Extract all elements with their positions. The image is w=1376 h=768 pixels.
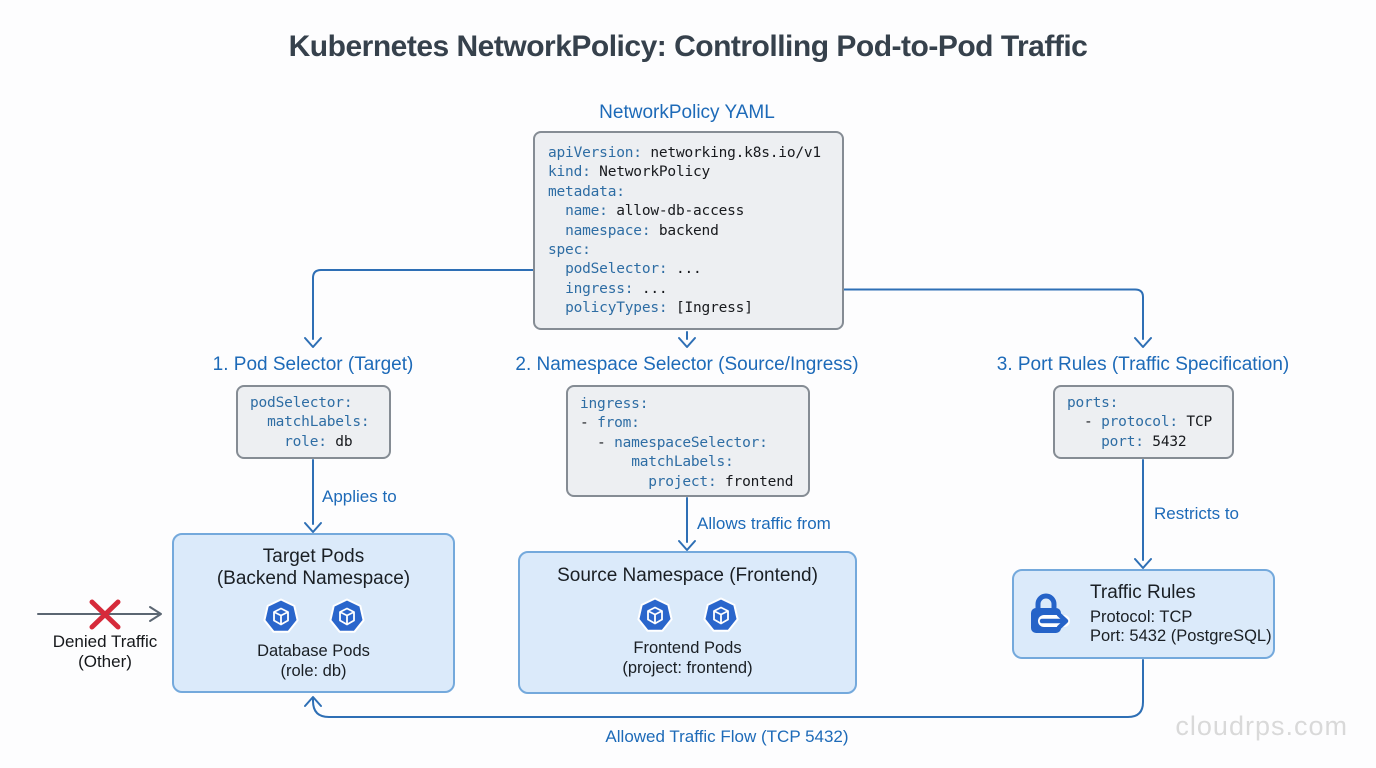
section-heading-pod-selector: 1. Pod Selector (Target) bbox=[212, 354, 414, 375]
arrowhead-allowed-flow bbox=[304, 696, 322, 707]
pod-icon bbox=[328, 598, 365, 633]
arrowhead-namespace-selector bbox=[678, 337, 696, 348]
target-pods-subtitle: (Backend Namespace) bbox=[216, 568, 411, 589]
watermark: cloudrps.com bbox=[1175, 711, 1348, 741]
namespace-selector-code-block: ingress:- from: - namespaceSelector: mat… bbox=[566, 385, 810, 497]
denied-traffic-caption: Denied Traffic (Other) bbox=[25, 632, 185, 671]
allowed-flow-label: Allowed Traffic Flow (TCP 5432) bbox=[605, 727, 849, 746]
arrowhead-applies-to bbox=[304, 522, 322, 533]
port-rules-code-block: ports: - protocol: TCP port: 5432 bbox=[1053, 385, 1234, 459]
pod-icon bbox=[262, 598, 299, 633]
pod-selector-code-block: podSelector: matchLabels: role: db bbox=[236, 385, 391, 459]
traffic-rules-title: Traffic Rules bbox=[1090, 582, 1196, 603]
denied-traffic-line2: (Other) bbox=[78, 651, 132, 671]
section-heading-namespace-selector: 2. Namespace Selector (Source/Ingress) bbox=[515, 354, 859, 375]
traffic-rules-port: Port: 5432 (PostgreSQL) bbox=[1090, 627, 1272, 645]
arrowhead-port-rules bbox=[1134, 337, 1152, 348]
arrowhead-allows-traffic bbox=[678, 540, 696, 551]
target-pods-title: Target Pods bbox=[262, 546, 365, 567]
target-pods-box: Target Pods (Backend Namespace) Database… bbox=[172, 533, 455, 693]
arrow-label-applies-to: Applies to bbox=[322, 487, 397, 506]
lock-arrow-icon bbox=[1031, 593, 1070, 633]
arrow-yaml-to-pod-selector bbox=[312, 269, 547, 340]
denied-traffic-line1: Denied Traffic bbox=[52, 632, 158, 651]
page-title: Kubernetes NetworkPolicy: Controlling Po… bbox=[288, 30, 1088, 63]
target-pods-caption-label: (role: db) bbox=[280, 661, 347, 680]
pod-icon bbox=[636, 597, 673, 632]
source-namespace-title: Source Namespace (Frontend) bbox=[557, 565, 818, 586]
arrowhead-pod-selector bbox=[304, 337, 322, 348]
traffic-rules-protocol: Protocol: TCP bbox=[1090, 608, 1193, 626]
source-pods-caption: Frontend Pods bbox=[633, 639, 742, 657]
source-pods-caption-label: (project: frontend) bbox=[622, 658, 753, 677]
section-heading-port-rules: 3. Port Rules (Traffic Specification) bbox=[996, 354, 1290, 375]
denied-x-icon bbox=[89, 599, 121, 630]
target-pods-caption: Database Pods bbox=[257, 642, 370, 660]
source-namespace-box: Source Namespace (Frontend) Frontend Pod… bbox=[518, 551, 857, 694]
pod-icon bbox=[702, 597, 739, 632]
denied-arrowhead bbox=[149, 606, 162, 622]
traffic-rules-box: Traffic Rules Protocol: TCP Port: 5432 (… bbox=[1012, 569, 1275, 659]
yaml-panel-title: NetworkPolicy YAML bbox=[599, 102, 775, 123]
arrowhead-restricts-to bbox=[1134, 558, 1152, 569]
arrow-label-allows-traffic-from: Allows traffic from bbox=[697, 514, 831, 533]
arrow-label-restricts-to: Restricts to bbox=[1154, 504, 1240, 523]
